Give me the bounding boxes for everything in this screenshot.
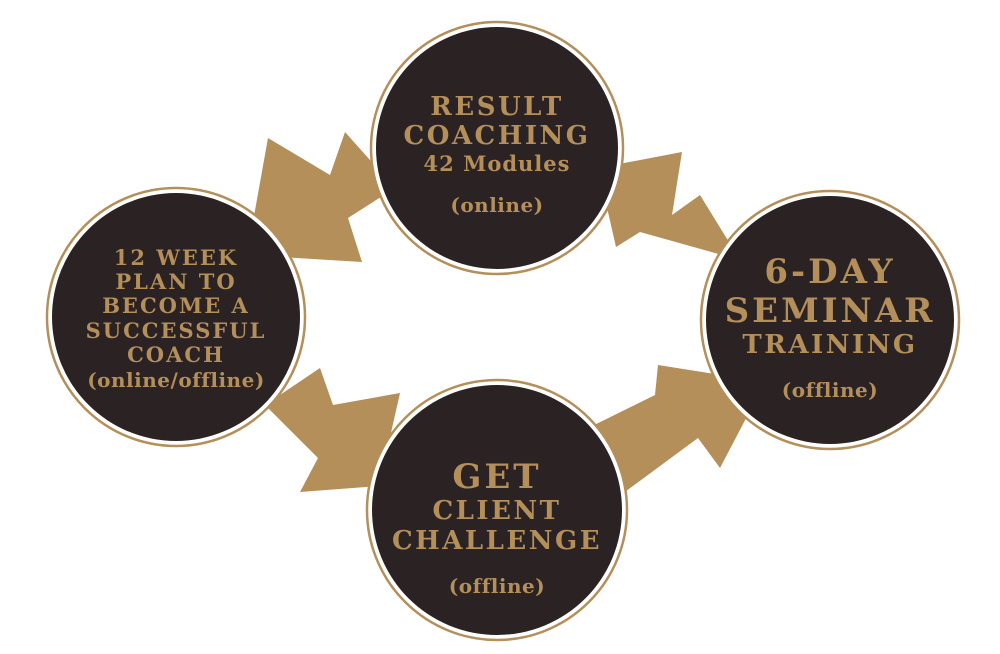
seminar-line3: TRAINING	[742, 330, 918, 361]
result-coaching-modules: 42 Modules	[423, 151, 571, 177]
node-get-client-challenge: GET CLIENT CHALLENGE (offline)	[377, 438, 617, 618]
arrow-challenge-to-seminar	[580, 365, 765, 497]
challenge-line3: CHALLENGE	[391, 526, 603, 557]
plan-line4: SUCCESSFUL	[85, 317, 267, 343]
result-coaching-line1: RESULT	[430, 91, 564, 122]
arrow-seminar-to-result	[598, 152, 740, 260]
circle-result-coaching	[369, 20, 625, 276]
result-coaching-line2: COACHING	[403, 121, 591, 152]
seminar-mode: (offline)	[781, 378, 879, 403]
node-six-day-seminar: 6-DAY SEMINAR TRAINING (offline)	[710, 240, 950, 415]
circle-six-day-seminar	[699, 189, 961, 451]
circle-get-client-challenge	[365, 378, 629, 642]
seminar-line1: 6-DAY	[764, 251, 896, 292]
plan-line2: PLAN TO	[115, 269, 237, 295]
node-result-coaching: RESULT COACHING 42 Modules (online)	[387, 70, 607, 240]
node-twelve-week-plan: 12 WEEK PLAN TO BECOME A SUCCESSFUL COAC…	[56, 224, 296, 414]
arrow-plan-to-challenge	[265, 368, 400, 492]
plan-mode: (online/offline)	[87, 367, 265, 392]
challenge-line1: GET	[452, 457, 542, 498]
seminar-line2: SEMINAR	[724, 291, 936, 332]
challenge-mode: (offline)	[448, 573, 546, 598]
challenge-line2: CLIENT	[432, 496, 562, 527]
plan-line1: 12 WEEK	[113, 245, 239, 271]
arrow-result-to-plan	[247, 132, 395, 262]
plan-line3: BECOME A	[102, 293, 250, 319]
result-coaching-mode: (online)	[450, 193, 544, 218]
circle-twelve-week-plan	[45, 186, 307, 448]
plan-line5: COACH	[127, 341, 225, 367]
